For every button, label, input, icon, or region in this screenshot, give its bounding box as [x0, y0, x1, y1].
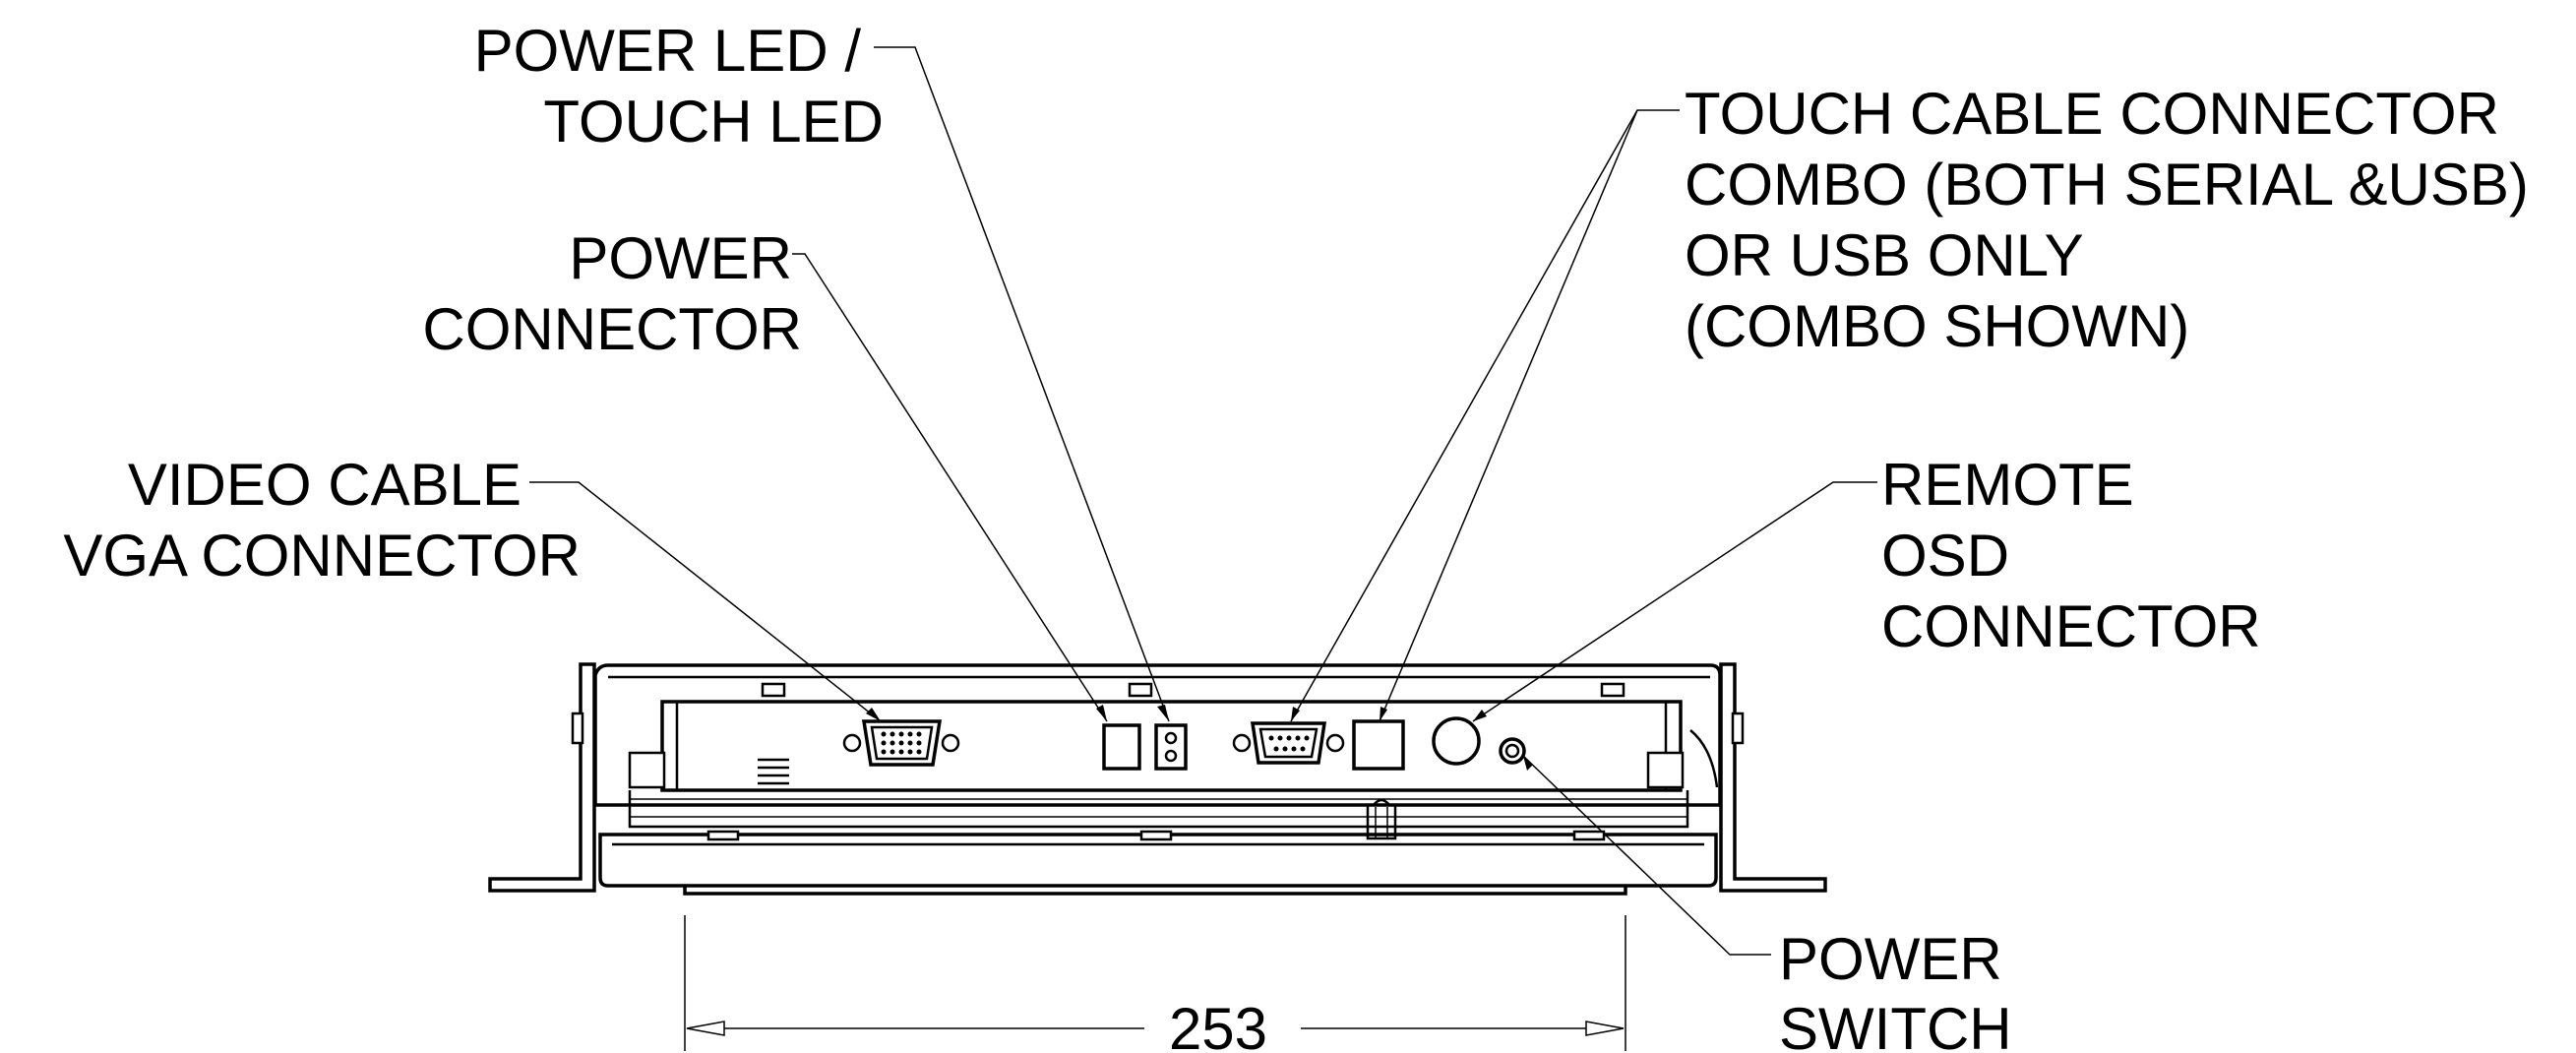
leader-power-led	[874, 46, 1170, 722]
vent-slots	[758, 758, 789, 785]
arrowhead	[1380, 707, 1387, 721]
remote-osd-port	[1432, 716, 1481, 766]
label-touch-cable-line2: COMBO (BOTH SERIAL &USB)	[1685, 152, 2529, 217]
power-jack	[1154, 723, 1188, 771]
label-video-cable-line2: VGA CONNECTOR	[63, 523, 581, 588]
label-touch-cable-line4: (COMBO SHOWN)	[1685, 293, 2189, 359]
side-cable	[1689, 729, 1719, 788]
label-power-connector-line2: CONNECTOR	[422, 296, 802, 362]
arrowhead	[1523, 756, 1533, 771]
vga-connector	[842, 719, 960, 767]
arrowhead	[1096, 705, 1107, 721]
label-power-switch-line1: POWER	[1779, 926, 2002, 992]
right-latch	[1646, 751, 1685, 789]
leader-touch-combo-usb	[1379, 109, 1638, 722]
usb-connector	[1352, 719, 1405, 771]
width-dimension: 253	[684, 915, 1626, 1053]
display-glass	[683, 886, 1627, 896]
bezel-tab	[1139, 830, 1173, 841]
front-bezel	[598, 833, 1718, 888]
leader-power-switch	[1522, 755, 1771, 956]
top-clip	[1128, 682, 1153, 698]
label-remote-osd-line2: OSD	[1881, 523, 2009, 588]
dimension-value: 253	[1169, 996, 1267, 1053]
arrowhead	[1157, 705, 1169, 721]
label-remote-osd-line1: REMOTE	[1881, 452, 2134, 518]
leader-touch-combo-serial	[1290, 109, 1680, 722]
label-power-connector-line1: POWER	[569, 225, 792, 291]
bezel-tab	[706, 830, 740, 841]
lower-frame	[628, 790, 1689, 829]
left-side-knob	[571, 712, 584, 745]
dimension-arrow-left	[686, 1021, 725, 1036]
right-mounting-bracket	[1719, 662, 1827, 893]
rear-housing	[593, 663, 1722, 807]
right-side-knob	[1731, 712, 1745, 745]
leader-power-connector	[792, 253, 1108, 722]
leader-lines	[529, 46, 1877, 956]
label-power-led-line1: POWER LED /	[474, 18, 862, 84]
left-mounting-bracket	[488, 662, 596, 893]
label-power-switch-line2: SWITCH	[1779, 996, 2012, 1053]
leader-remote-osd	[1472, 481, 1877, 722]
arrowhead	[1473, 710, 1487, 721]
connector-panel	[660, 700, 1683, 792]
monitor-body	[488, 662, 1827, 896]
label-video-cable-line1: VIDEO CABLE	[128, 452, 521, 518]
power-switch	[1499, 737, 1526, 765]
top-clip	[1600, 682, 1625, 698]
label-touch-cable-connector: TOUCH CABLE CONNECTOR COMBO (BOTH SERIAL…	[1685, 81, 2529, 359]
label-remote-osd-connector: REMOTE OSD CONNECTOR	[1881, 452, 2261, 659]
label-video-cable: VIDEO CABLE VGA CONNECTOR	[63, 452, 581, 588]
left-latch	[628, 751, 666, 789]
serial-db9-connector	[1232, 721, 1345, 765]
label-touch-cable-line3: OR USB ONLY	[1685, 222, 2084, 288]
label-power-led-line2: TOUCH LED	[543, 89, 884, 155]
arrowhead	[1291, 707, 1300, 721]
label-remote-osd-line3: CONNECTOR	[1881, 593, 2261, 659]
top-clip	[761, 682, 786, 698]
label-power-connector: POWER CONNECTOR	[422, 225, 802, 362]
bezel-tab	[1572, 830, 1606, 841]
dimension-arrow-right	[1585, 1021, 1625, 1036]
leader-video-cable	[529, 481, 882, 722]
led-window	[1102, 723, 1141, 771]
arrowhead	[866, 708, 881, 721]
label-touch-cable-line1: TOUCH CABLE CONNECTOR	[1685, 81, 2499, 147]
label-power-switch: POWER SWITCH	[1779, 926, 2012, 1053]
label-power-led: POWER LED / TOUCH LED	[474, 18, 884, 155]
